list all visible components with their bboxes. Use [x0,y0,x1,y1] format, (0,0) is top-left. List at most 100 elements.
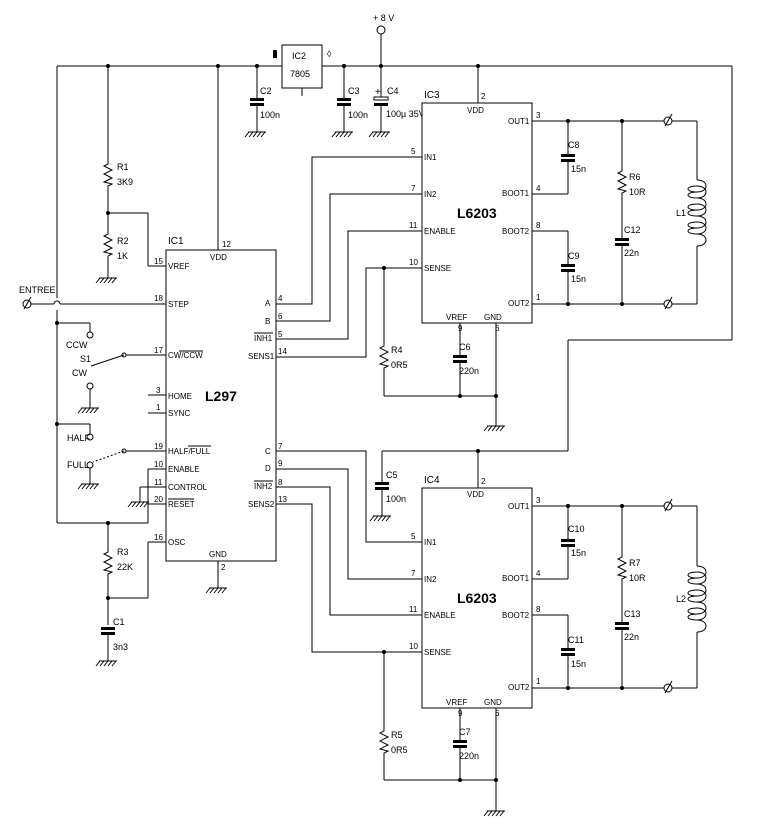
svg-text:3: 3 [536,496,541,505]
svg-text:1: 1 [536,293,541,302]
svg-text:3n3: 3n3 [113,642,128,652]
supply-label: + 8 V [373,13,394,23]
ic1-name: L297 [205,388,237,404]
svg-text:CW: CW [72,368,87,378]
svg-text:HOME: HOME [168,392,192,401]
svg-text:15n: 15n [571,659,586,669]
svg-text:C7: C7 [459,727,471,737]
svg-text:HALF: HALF [67,433,91,443]
svg-text:IN2: IN2 [424,190,437,199]
svg-text:11: 11 [154,478,163,487]
svg-text:RESET: RESET [168,500,195,509]
svg-text:VREF: VREF [446,313,467,322]
svg-text:100µ 35V: 100µ 35V [386,109,425,119]
svg-text:4: 4 [536,569,541,578]
svg-text:INH1: INH1 [254,334,273,343]
svg-text:BOOT2: BOOT2 [502,611,530,620]
svg-text:ENABLE: ENABLE [168,465,200,474]
svg-text:OUT2: OUT2 [508,683,530,692]
svg-text:15n: 15n [571,548,586,558]
ic2-regulator: IC2 7805 ◊ [273,44,332,96]
svg-text:8: 8 [536,605,541,614]
ic1-to-ic3-wiring [276,156,422,358]
capacitor-c2: C2 100n [244,66,280,138]
svg-text:BOOT1: BOOT1 [502,574,530,583]
svg-text:C8: C8 [568,140,580,150]
svg-text:11: 11 [409,605,418,614]
svg-text:B: B [265,317,270,326]
svg-text:0R5: 0R5 [391,745,408,755]
capacitor-c4: + C4 100µ 35V [368,66,425,138]
svg-text:18: 18 [154,294,163,303]
svg-text:20: 20 [154,495,163,504]
svg-text:L1: L1 [676,208,686,218]
svg-text:5: 5 [278,330,283,339]
svg-text:19: 19 [154,442,163,451]
svg-text:1: 1 [156,403,161,412]
svg-text:10R: 10R [629,187,646,197]
svg-text:ENABLE: ENABLE [424,227,456,236]
svg-text:ENABLE: ENABLE [424,611,456,620]
ic3-name: L6203 [457,205,497,221]
svg-text:R1: R1 [117,162,129,172]
svg-text:16: 16 [154,533,163,542]
svg-text:VDD: VDD [467,106,484,115]
svg-text:8: 8 [536,221,541,230]
svg-text:5: 5 [411,147,416,156]
svg-text:R2: R2 [117,236,129,246]
svg-text:10R: 10R [629,573,646,583]
svg-text:R7: R7 [629,558,641,568]
ic4-sense-network: R5 0R5 C7 220n [379,650,506,817]
svg-text:22n: 22n [624,632,639,642]
svg-text:SENS2: SENS2 [248,500,275,509]
svg-text:13: 13 [278,495,287,504]
svg-text:IN1: IN1 [424,538,437,547]
svg-text:C11: C11 [568,635,584,645]
svg-text:SYNC: SYNC [168,409,190,418]
svg-text:BOOT1: BOOT1 [502,189,530,198]
svg-text:C3: C3 [348,86,360,96]
resistor-r1: R1 3K9 [103,66,133,230]
svg-text:OSC: OSC [168,538,186,547]
svg-text:6: 6 [495,709,500,718]
svg-text:D: D [265,464,271,473]
svg-text:C: C [265,447,271,456]
ic2-ref: IC2 [292,51,306,61]
svg-text:7: 7 [411,569,416,578]
ic4-name: L6203 [457,590,497,606]
svg-text:3K9: 3K9 [117,177,133,187]
ic3-ref: IC3 [424,90,440,101]
svg-text:2: 2 [481,477,486,486]
svg-text:VDD: VDD [467,490,484,499]
capacitor-c5: C5 100n [369,449,480,522]
svg-text:GND: GND [484,698,502,707]
svg-text:2: 2 [481,92,486,101]
svg-text:8: 8 [278,478,283,487]
inductor-l1: L1 [672,120,707,305]
svg-text:5: 5 [411,532,416,541]
enable-reset-pullup [106,468,166,525]
svg-text:100n: 100n [260,110,280,120]
svg-text:L2: L2 [676,594,686,604]
svg-text:6: 6 [278,312,283,321]
svg-text:C5: C5 [386,470,398,480]
svg-text:R4: R4 [391,345,403,355]
inductor-l2: L2 [672,505,707,689]
svg-text:IN1: IN1 [424,153,437,162]
switch-s1: CCW S1 CW [55,321,166,414]
svg-text:C2: C2 [260,86,272,96]
svg-text:1: 1 [536,677,541,686]
ic3-sense-network: R4 0R5 C6 220n [379,266,506,432]
svg-text:A: A [265,299,271,308]
svg-text:220n: 220n [459,366,479,376]
svg-text:STEP: STEP [168,300,189,309]
switch-half-full: HALF FULL [55,422,166,490]
svg-text:FULL: FULL [67,460,89,470]
svg-text:R3: R3 [117,547,129,557]
svg-text:0R5: 0R5 [391,360,408,370]
supply-rail: + 8 V [56,13,733,524]
